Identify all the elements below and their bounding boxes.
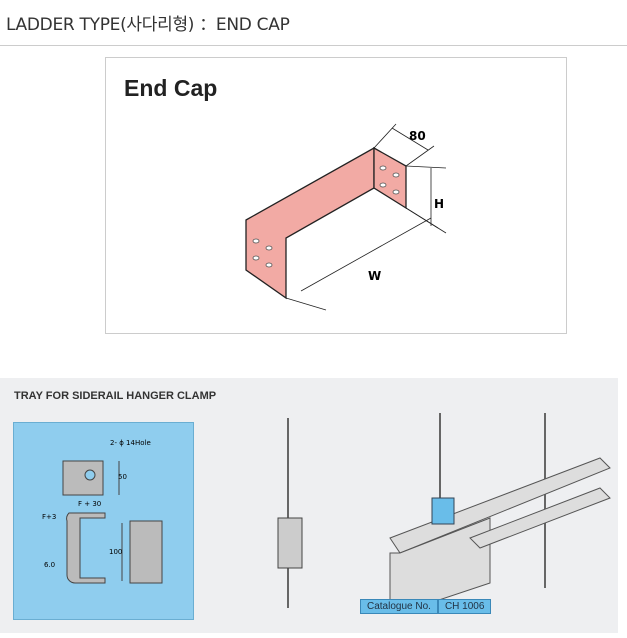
page-title: LADDER TYPE(사다리형) ：END CAP [6, 15, 290, 35]
dim-100: 100 [109, 548, 123, 556]
end-cap-right-flange [373, 146, 407, 210]
catalogue-label: Catalogue No. [360, 599, 438, 614]
clamp-installation-drawing [277, 413, 611, 614]
divider [0, 45, 627, 46]
dim-depth: 80 [409, 129, 426, 143]
hanger-clamp-photo: TRAY FOR SIDERAIL HANGER CLAMP 2- ϕ 14Ho… [0, 378, 618, 633]
end-cap-title: End Cap [124, 75, 218, 101]
dim-f3: F+3 [42, 513, 57, 521]
end-cap-figure: End Cap 80 H W [105, 57, 567, 334]
dim-height: H [434, 197, 444, 211]
dim-6: 6.0 [44, 561, 56, 569]
catalogue-number: Catalogue No. CH 1006 [360, 599, 492, 614]
dim-width: W [368, 269, 381, 283]
catalogue-value: CH 1006 [437, 599, 492, 614]
hole-label: 2- ϕ 14Hole [110, 439, 151, 447]
end-cap-drawing: 80 H W [245, 123, 447, 311]
end-cap-body [245, 146, 375, 300]
clamp-drawing-panel: 2- ϕ 14Hole 50 F + 30 F+3 100 6.0 [13, 422, 194, 620]
clamp-title: TRAY FOR SIDERAIL HANGER CLAMP [14, 390, 217, 402]
dim-50: 50 [118, 473, 127, 481]
dim-f30: F + 30 [78, 500, 102, 508]
